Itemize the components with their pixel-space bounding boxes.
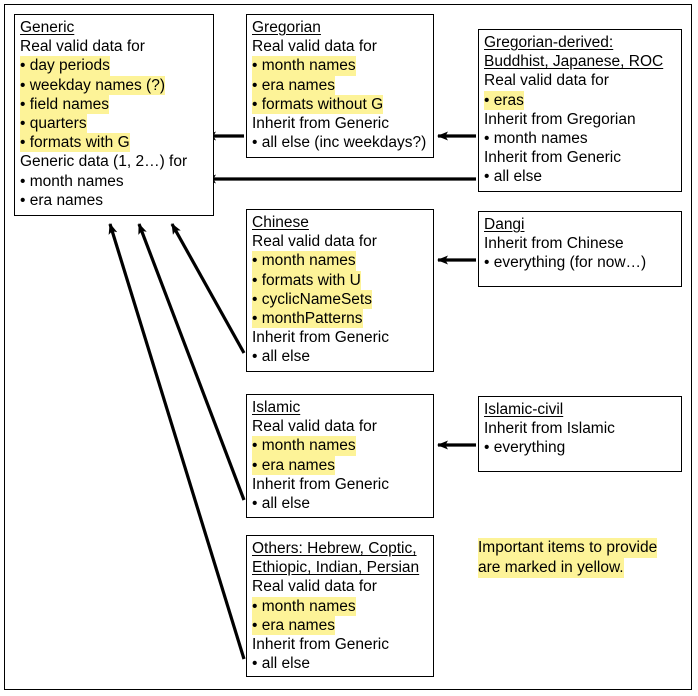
box-line: • month names	[20, 172, 124, 190]
box-title: Gregorian	[252, 19, 321, 36]
box-line: • month names	[484, 130, 588, 148]
box-line: • all else	[252, 348, 310, 366]
box-line: • era names	[252, 75, 335, 95]
box-line: • formats without G	[252, 94, 384, 115]
box-line: • formats with G	[20, 133, 130, 153]
legend-line: Important items to provide	[478, 538, 658, 558]
box-title: Islamic-civil	[484, 401, 564, 418]
box-line: Ethiopic, Indian, Persian	[252, 559, 420, 577]
box-line: • cyclicNameSets	[252, 289, 372, 310]
box-line: Inherit from Chinese	[484, 235, 624, 253]
box-others: Others: Hebrew, Coptic, Ethiopic, Indian,…	[246, 535, 434, 677]
box-line: • eras	[484, 90, 524, 110]
box-line: • month names	[252, 596, 356, 616]
box-line: Generic data (1, 2…) for	[20, 153, 188, 171]
box-title: Generic	[20, 19, 75, 36]
box-line: • all else	[252, 495, 310, 513]
box-title: Others: Hebrew, Coptic,	[252, 540, 417, 557]
box-line: Real valid data for	[252, 578, 377, 596]
box-line: Real valid data for	[484, 72, 609, 90]
box-line: • formats with U	[252, 270, 361, 290]
box-line: • era names	[252, 615, 335, 636]
box-line: Real valid data for	[252, 38, 377, 56]
box-line: • month names	[252, 56, 356, 76]
box-line: • monthPatterns	[252, 309, 363, 329]
box-line: Inherit from Generic	[252, 329, 389, 347]
box-line: • all else	[484, 168, 542, 186]
box-line: • quarters	[20, 114, 87, 134]
box-line: Real valid data for	[252, 233, 377, 251]
box-line: Inherit from Generic	[252, 475, 389, 493]
box-line: • month names	[252, 436, 356, 456]
box-line: Real valid data for	[252, 418, 377, 436]
box-title: Dangi	[484, 216, 525, 233]
box-title: Islamic	[252, 399, 301, 416]
diagram-outer-frame	[4, 4, 692, 690]
box-line: • all else	[252, 655, 310, 673]
box-line: Inherit from Islamic	[484, 420, 615, 438]
box-line: • month names	[252, 251, 356, 271]
box-line: • field names	[20, 94, 109, 115]
box-line: • era names	[20, 191, 103, 209]
box-line: • all else (inc weekdays?)	[252, 134, 427, 152]
box-line: • weekday names (?)	[20, 75, 165, 95]
box-line: Inherit from Generic	[252, 636, 389, 654]
box-line: Inherit from Gregorian	[484, 110, 636, 128]
box-line: • day periods	[20, 56, 110, 76]
box-line: Inherit from Generic	[252, 115, 389, 133]
box-gregorian-derived: Gregorian-derived: Buddhist, Japanese, RO…	[478, 29, 682, 192]
box-line: • everything (for now…)	[484, 254, 647, 272]
box-line: Inherit from Generic	[484, 149, 621, 167]
box-line: Buddhist, Japanese, ROC	[484, 53, 664, 71]
box-title: Gregorian-derived:	[484, 34, 614, 51]
box-line: • era names	[252, 455, 335, 475]
legend-line: are marked in yellow.	[478, 558, 624, 578]
box-title: Chinese	[252, 214, 309, 231]
box-line: • everything	[484, 439, 566, 457]
box-line: Real valid data for	[20, 38, 145, 56]
